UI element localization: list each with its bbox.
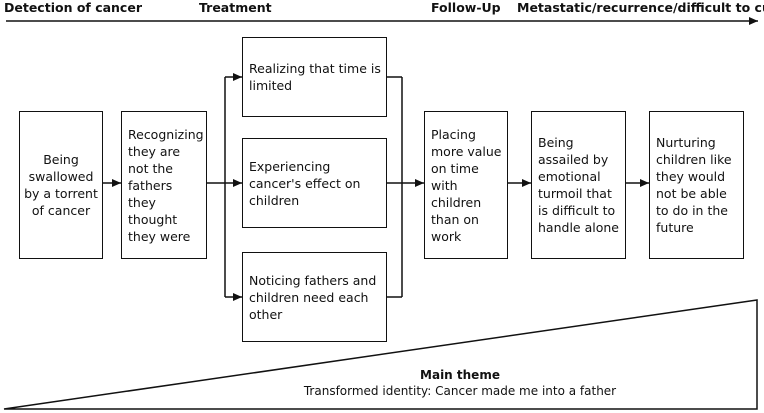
box-effect-children-text: Experiencing cancer's effect on children <box>249 158 361 208</box>
box-placing-value: Placing more value on time with children… <box>424 111 508 259</box>
box-effect-children: Experiencing cancer's effect on children <box>242 138 387 228</box>
box-recognizing: Recognizing they are not the fathers the… <box>121 111 207 259</box>
box-recognizing-text: Recognizing they are not the fathers the… <box>128 126 204 244</box>
box-swallowed: Being swallowed by a torrent of cancer <box>19 111 103 259</box>
box-swallowed-text: Being swallowed by a torrent of cancer <box>24 152 98 218</box>
phase-label-metastatic: Metastatic/recurrence/difficult to cure <box>517 0 764 15</box>
box-nurturing: Nurturing children like they would not b… <box>649 111 744 259</box>
box-assailed: Being assailed by emotional turmoil that… <box>531 111 626 259</box>
main-theme-text: Transformed identity: Cancer made me int… <box>303 384 617 398</box>
phase-label-detection: Detection of cancer <box>4 0 142 15</box>
box-need-each-other-text: Noticing fathers and children need each … <box>249 272 377 322</box>
box-need-each-other: Noticing fathers and children need each … <box>242 252 387 342</box>
phase-label-follow-up: Follow-Up <box>431 0 501 15</box>
phase-label-treatment: Treatment <box>199 0 272 15</box>
main-theme-wedge <box>3 299 758 410</box>
box-nurturing-text: Nurturing children like they would not b… <box>656 135 732 235</box>
box-time-limited: Realizing that time is limited <box>242 37 387 117</box>
box-assailed-text: Being assailed by emotional turmoil that… <box>538 135 619 235</box>
box-placing-value-text: Placing more value on time with children… <box>431 126 502 244</box>
box-time-limited-text: Realizing that time is limited <box>249 61 381 93</box>
main-theme-title: Main theme <box>420 368 500 382</box>
